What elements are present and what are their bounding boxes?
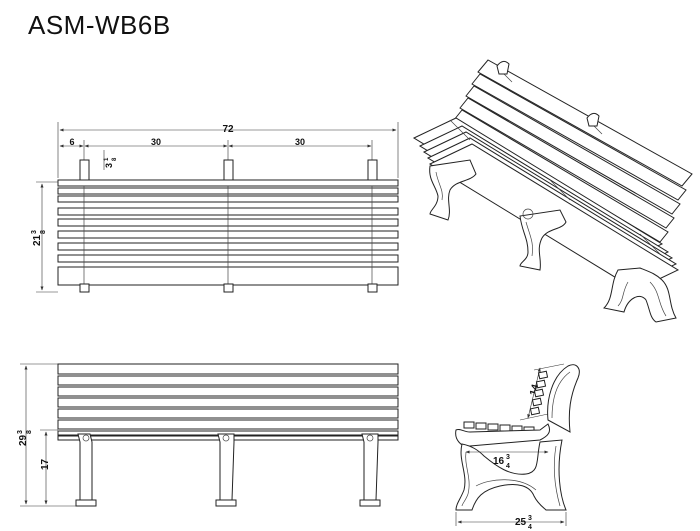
- spacing-right-label: 30: [295, 137, 305, 147]
- iso-leg-left: [429, 159, 477, 221]
- svg-text:4: 4: [528, 524, 532, 531]
- svg-text:3: 3: [31, 230, 38, 234]
- front-leg-left: [75, 433, 97, 507]
- svg-text:3: 3: [17, 430, 24, 434]
- svg-text:4: 4: [506, 463, 510, 470]
- seat-height-label: 17: [40, 458, 51, 470]
- svg-text:8: 8: [112, 157, 118, 161]
- svg-text:29: 29: [18, 434, 29, 446]
- svg-text:25: 25: [515, 517, 527, 528]
- small-dim-label: 3 1 8: [104, 157, 118, 168]
- svg-text:8: 8: [40, 230, 47, 234]
- leg-offset-label: 6: [69, 137, 74, 147]
- spacing-left-label: 30: [151, 137, 161, 147]
- svg-text:3: 3: [528, 515, 532, 522]
- isometric-view: [412, 59, 693, 323]
- svg-text:1: 1: [104, 157, 110, 161]
- overall-width-label: 72: [222, 124, 234, 135]
- model-title: ASM-WB6B: [28, 10, 171, 40]
- base-width-label: 25 3 4: [515, 515, 532, 531]
- top-view: 72 6 30 30 3 1 8 21 3 8: [31, 122, 399, 293]
- svg-text:3: 3: [506, 454, 510, 461]
- overall-height-label: 29 3 8: [17, 430, 33, 446]
- side-view: 14 16 3 4: [455, 363, 580, 531]
- svg-text:16: 16: [493, 456, 505, 467]
- iso-leg-right: [602, 267, 677, 323]
- svg-text:21: 21: [32, 234, 43, 246]
- front-leg-right: [359, 433, 381, 507]
- seat-depth-label: 16 3 4: [493, 454, 510, 470]
- svg-text:8: 8: [26, 430, 33, 434]
- depth-label: 21 3 8: [31, 230, 47, 246]
- svg-text:3: 3: [104, 163, 114, 168]
- front-view: 29 3 8 17: [17, 363, 399, 507]
- iso-leg-middle: [519, 208, 567, 271]
- front-leg-middle: [215, 433, 237, 507]
